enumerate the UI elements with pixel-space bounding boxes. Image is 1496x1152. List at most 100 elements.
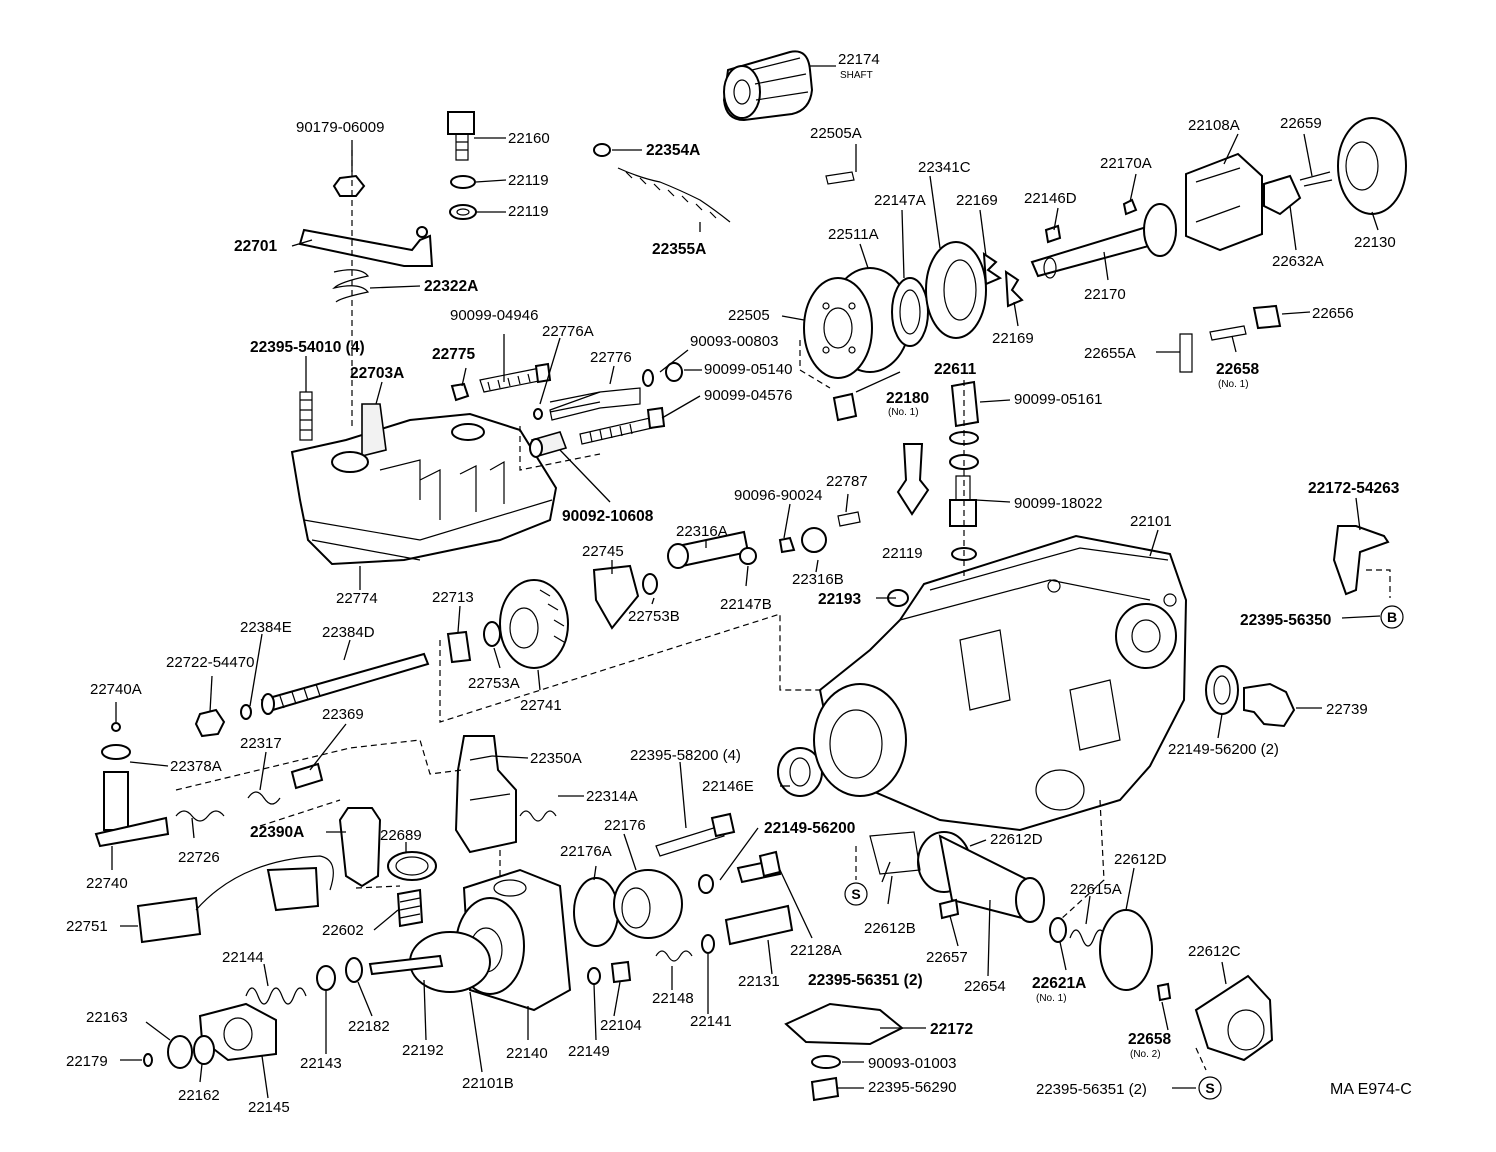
part-label: 22395-58200 (4) [630, 747, 741, 764]
part-label: 22741 [520, 697, 562, 714]
part-label: 22350A [530, 750, 582, 767]
part-label: 90092-10608 [562, 508, 654, 525]
part-label: 90093-00803 [690, 333, 778, 350]
part-label: 22169 [956, 192, 998, 209]
part-label: 22149 [568, 1043, 610, 1060]
part-label: 22145 [248, 1099, 290, 1116]
part-sublabel: (No. 2) [1130, 1049, 1161, 1060]
part-label: 22740A [90, 681, 142, 698]
part-label: 22739 [1326, 701, 1368, 718]
part-label: 22713 [432, 589, 474, 606]
part-label: 22108A [1188, 117, 1240, 134]
drive-shaft-drawing [1030, 117, 1407, 279]
part-label: 22176 [604, 817, 646, 834]
part-label: 22141 [690, 1013, 732, 1030]
part-label: 22172-54263 [1308, 480, 1400, 497]
part-label: 22162 [178, 1087, 220, 1104]
part-label: 22174 [838, 51, 880, 68]
part-label: 22378A [170, 758, 222, 775]
part-label: 22119 [508, 172, 549, 189]
part-label: 22395-54010 (4) [250, 339, 365, 356]
part-label: 90179-06009 [296, 119, 384, 136]
part-label: 22169 [992, 330, 1034, 347]
part-label: 22354A [646, 142, 700, 159]
part-labels: 22174 SHAFT 90179-06009 22160 22119 2211… [66, 51, 1400, 1116]
part-label: 22355A [652, 241, 706, 258]
part-label: 22632A [1272, 253, 1324, 270]
part-label: 22505 [728, 307, 770, 324]
assembly-guide-lines [175, 150, 1391, 1071]
part-label: 22179 [66, 1053, 108, 1070]
part-label: 22131 [738, 973, 780, 990]
part-drawings [94, 50, 1407, 1102]
part-label: 22130 [1354, 234, 1396, 251]
part-label: 22193 [818, 591, 861, 608]
part-label: 22621A [1032, 975, 1086, 992]
part-label: 22658 [1128, 1031, 1171, 1048]
part-label: 22612D [1114, 851, 1167, 868]
part-label: 22612C [1188, 943, 1241, 960]
part-label: 22172 [930, 1021, 973, 1038]
part-label: 22602 [322, 922, 364, 939]
part-label: 22170 [1084, 286, 1126, 303]
part-label: 22128A [790, 942, 842, 959]
part-label: 22180 [886, 390, 929, 407]
pump-housing-drawing [813, 534, 1188, 832]
part-label: 22611 [934, 361, 977, 378]
part-sublabel: SHAFT [840, 70, 873, 81]
part-label: 90099-05140 [704, 361, 792, 378]
marker-b-letter: B [1387, 609, 1397, 625]
part-label: 22753A [468, 675, 520, 692]
part-label: 22390A [250, 824, 304, 841]
part-label: 22147B [720, 596, 772, 613]
part-label: 22140 [506, 1045, 548, 1062]
part-label: 22341C [918, 159, 971, 176]
part-label: 22146E [702, 778, 754, 795]
part-label: 90099-05161 [1014, 391, 1102, 408]
part-label: 22753B [628, 608, 680, 625]
marker-b: B [1380, 605, 1404, 629]
shaft-sleeve-drawing [722, 50, 814, 122]
part-label: 22146D [1024, 190, 1077, 207]
part-label: 22655A [1084, 345, 1136, 362]
part-label: 22751 [66, 918, 108, 935]
diagram-code: MA E974-C [1330, 1081, 1412, 1098]
part-label: 22395-56351 (2) [1036, 1081, 1147, 1098]
part-label: 22511A [828, 226, 879, 243]
part-sublabel: (No. 1) [888, 407, 919, 418]
part-label: 22119 [882, 545, 923, 562]
part-label: 22119 [508, 203, 549, 220]
part-label: 22192 [402, 1042, 444, 1059]
part-label: 22144 [222, 949, 264, 966]
part-label: 22163 [86, 1009, 128, 1026]
pump-head-drawing [409, 868, 572, 1012]
part-label: 22787 [826, 473, 868, 490]
part-label: 90099-18022 [1014, 495, 1102, 512]
part-label: 22182 [348, 1018, 390, 1035]
part-label: 22776A [542, 323, 594, 340]
part-label: 22775 [432, 346, 475, 363]
part-label: 90099-04576 [704, 387, 792, 404]
marker-s-letter: S [851, 886, 860, 902]
part-label: 22149-56200 [764, 820, 855, 837]
part-label: 90099-04946 [450, 307, 538, 324]
part-label: 22722-54470 [166, 654, 254, 671]
part-label: 22101B [462, 1075, 514, 1092]
part-label: 22612D [990, 831, 1043, 848]
part-label: 90093-01003 [868, 1055, 956, 1072]
part-label: 22395-56350 [1240, 612, 1331, 629]
part-label: 22104 [600, 1017, 642, 1034]
part-label: 22148 [652, 990, 694, 1007]
part-label: 22316B [792, 571, 844, 588]
leader-lines [111, 65, 1381, 1099]
part-label: 22369 [322, 706, 364, 723]
part-label: 22384E [240, 619, 292, 636]
part-label: 22505A [810, 125, 862, 142]
governor-cover-drawing [290, 403, 558, 566]
part-label: 22774 [336, 590, 378, 607]
part-label: 22384D [322, 624, 375, 641]
part-label: 22322A [424, 278, 478, 295]
part-label: 22657 [926, 949, 968, 966]
part-sublabel: (No. 1) [1036, 993, 1067, 1004]
